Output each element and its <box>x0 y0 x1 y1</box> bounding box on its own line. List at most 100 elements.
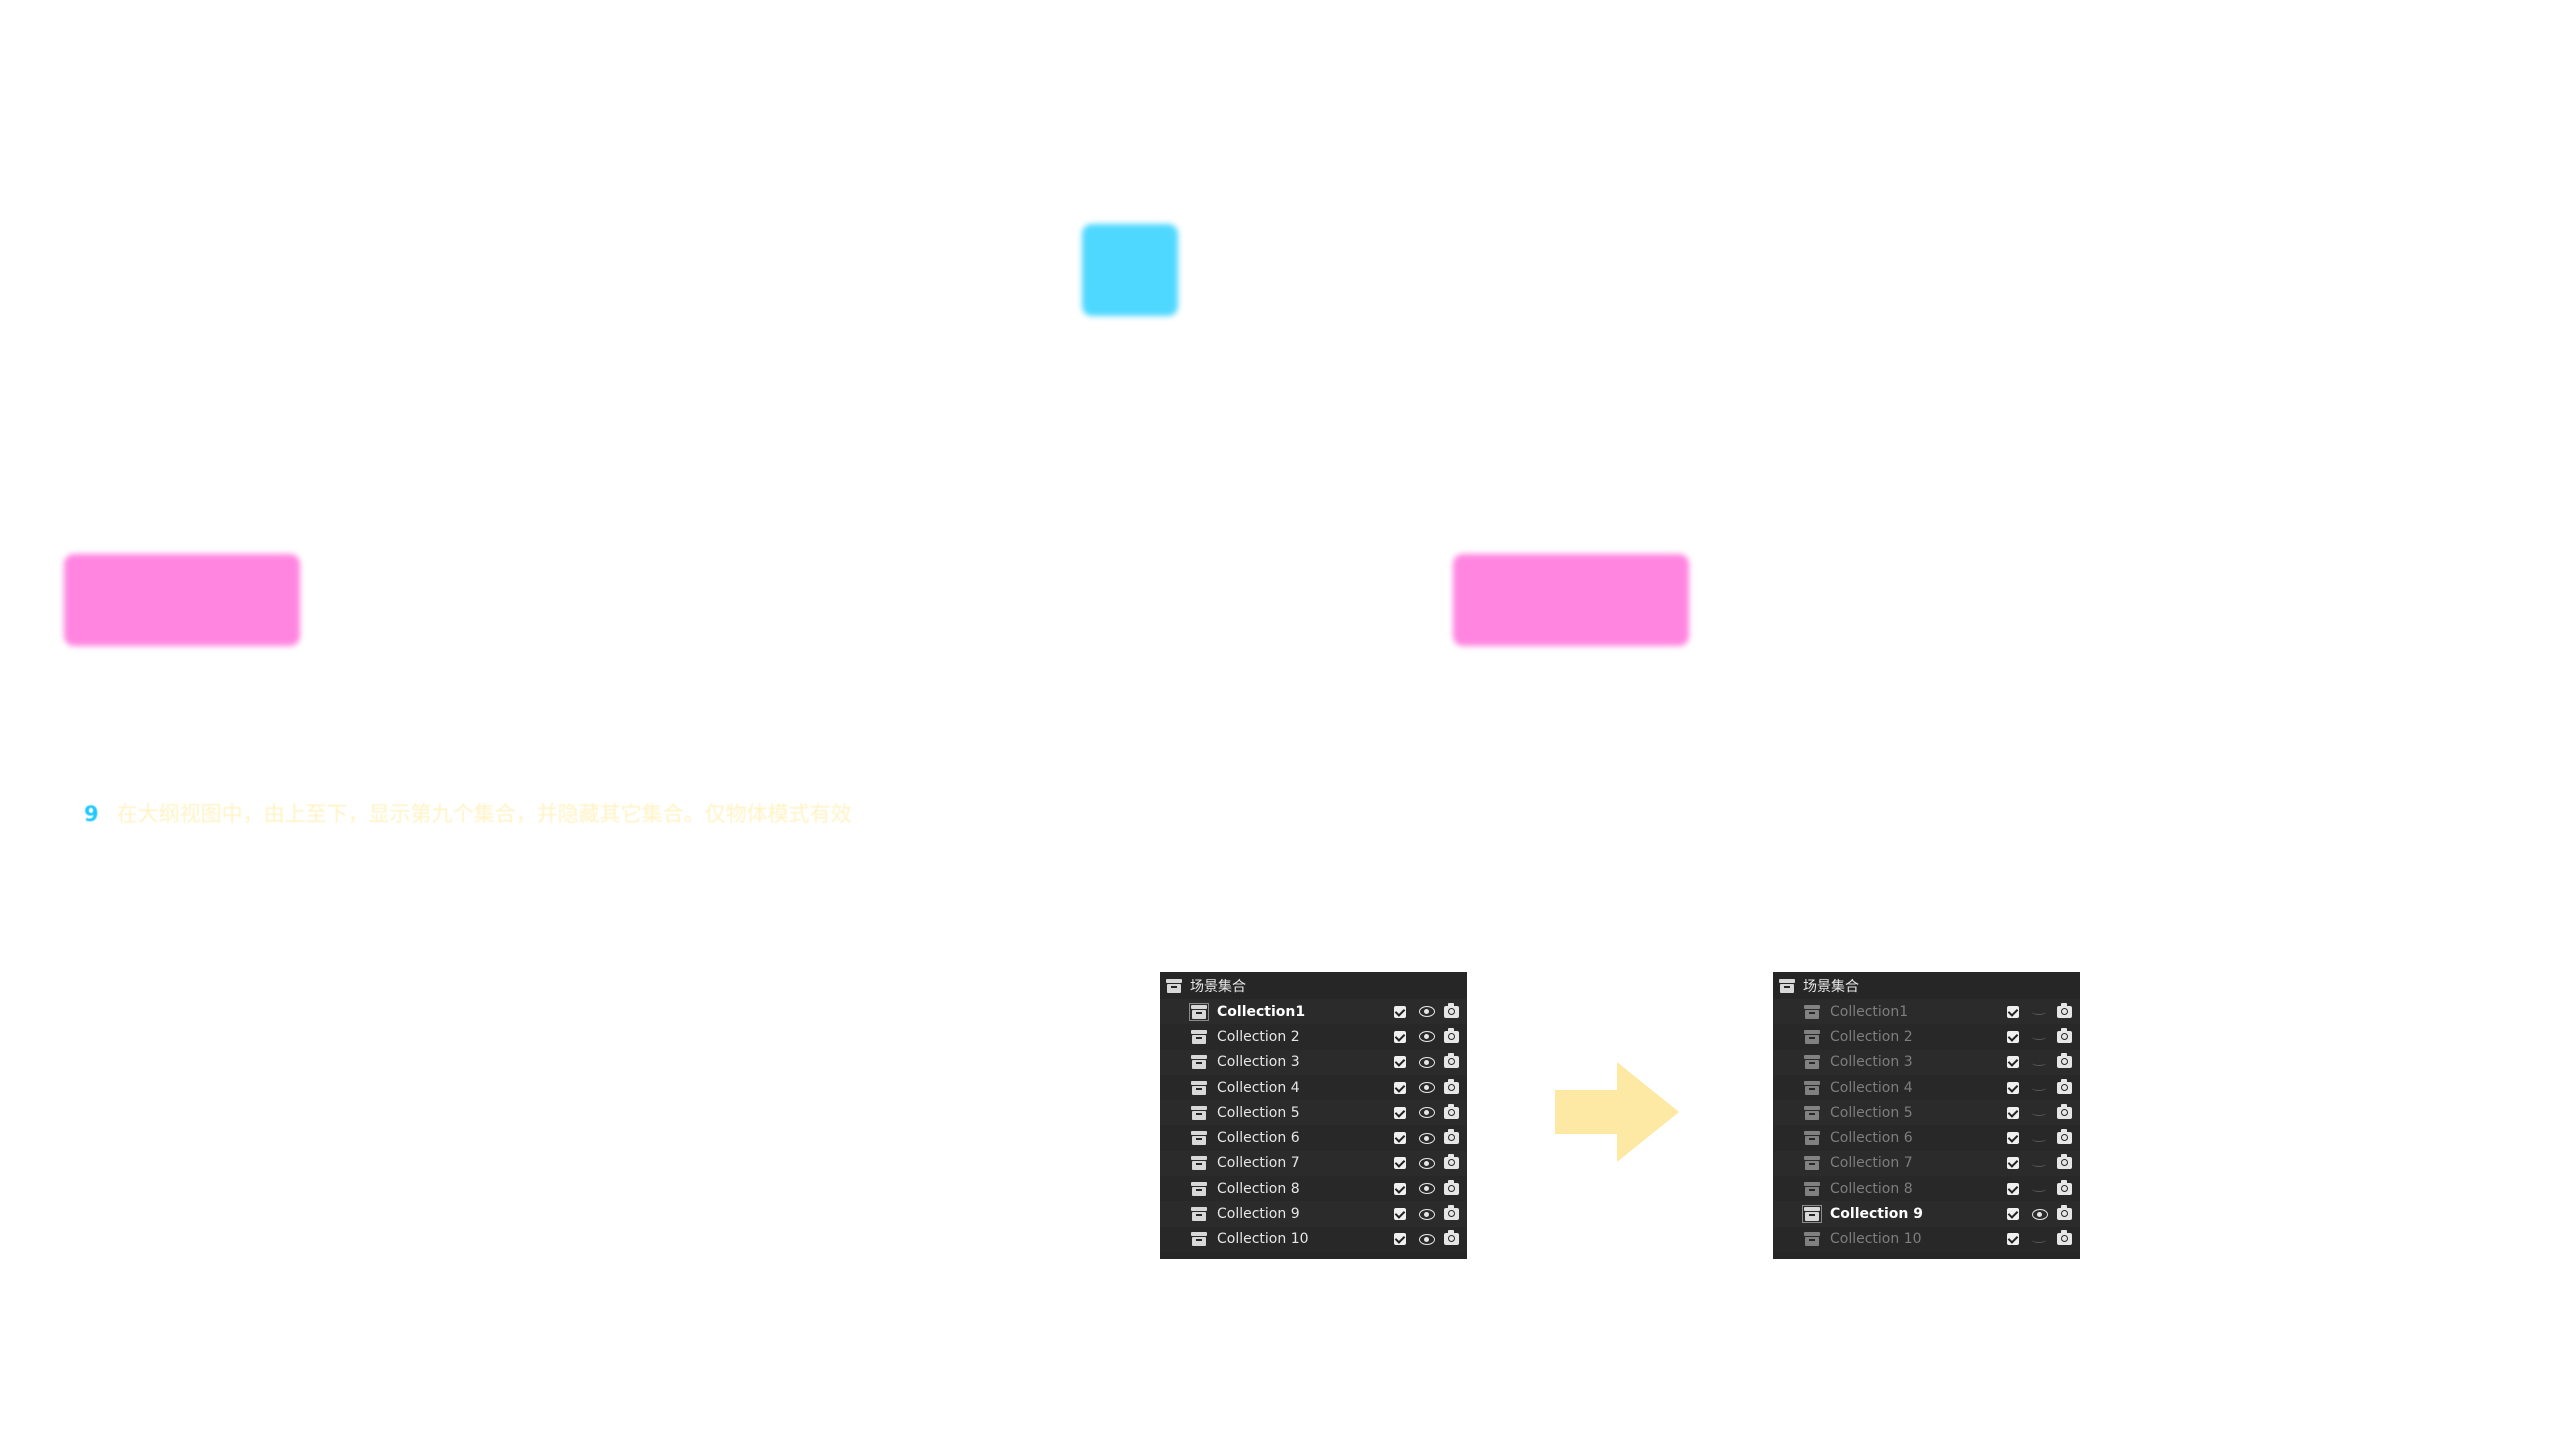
exclude-checkbox-icon[interactable] <box>2007 1233 2019 1246</box>
eye-closed-icon[interactable] <box>2032 1107 2048 1118</box>
eye-open-icon[interactable] <box>1419 1031 1435 1043</box>
eye-open-icon[interactable] <box>1419 1006 1435 1018</box>
camera-render-icon[interactable] <box>2057 1154 2072 1170</box>
collection-icon <box>1804 1232 1820 1247</box>
outliner-row[interactable]: Collection 7 <box>1773 1150 2080 1177</box>
exclude-checkbox-icon[interactable] <box>1394 1233 1406 1246</box>
exclude-checkbox-icon[interactable] <box>2007 1157 2019 1170</box>
exclude-checkbox-icon[interactable] <box>1394 1132 1406 1145</box>
camera-render-icon[interactable] <box>1444 1103 1459 1119</box>
eye-open-icon[interactable] <box>2032 1208 2048 1220</box>
exclude-checkbox-icon[interactable] <box>1394 1208 1406 1221</box>
camera-render-icon[interactable] <box>1444 1179 1459 1195</box>
outliner-row[interactable]: Collection 4 <box>1773 1074 2080 1101</box>
exclude-checkbox-icon[interactable] <box>1394 1081 1406 1094</box>
scene-collection-icon <box>1166 978 1182 993</box>
eye-open-icon[interactable] <box>1419 1132 1435 1144</box>
exclude-checkbox-icon[interactable] <box>2007 1030 2019 1043</box>
exclude-checkbox-icon[interactable] <box>2007 1106 2019 1119</box>
camera-render-icon[interactable] <box>1444 1002 1459 1018</box>
eye-closed-icon[interactable] <box>2032 1158 2048 1169</box>
row-toggles <box>2007 1075 2072 1100</box>
row-toggles <box>1394 1100 1459 1125</box>
camera-render-icon[interactable] <box>1444 1205 1459 1221</box>
collection-label: Collection 9 <box>1830 1206 1923 1223</box>
exclude-checkbox-icon[interactable] <box>2007 1056 2019 1069</box>
collection-icon <box>1804 1131 1820 1146</box>
exclude-checkbox-icon[interactable] <box>1394 1005 1406 1018</box>
camera-render-icon[interactable] <box>1444 1154 1459 1170</box>
outliner-header[interactable]: 场景集合 <box>1773 972 2080 999</box>
eye-open-icon[interactable] <box>1419 1183 1435 1195</box>
camera-render-icon[interactable] <box>2057 1078 2072 1094</box>
camera-render-icon[interactable] <box>1444 1078 1459 1094</box>
row-toggles <box>1394 999 1459 1024</box>
outliner-row[interactable]: Collection1 <box>1160 999 1467 1025</box>
exclude-checkbox-icon[interactable] <box>2007 1182 2019 1195</box>
eye-open-icon[interactable] <box>1419 1233 1435 1245</box>
collection-icon <box>1804 1105 1820 1120</box>
outliner-row[interactable]: Collection1 <box>1773 999 2080 1025</box>
camera-render-icon[interactable] <box>2057 1053 2072 1069</box>
camera-render-icon[interactable] <box>2057 1002 2072 1018</box>
eye-closed-icon[interactable] <box>2032 1057 2048 1068</box>
eye-closed-icon[interactable] <box>2032 1031 2048 1042</box>
arrow-shape <box>1555 1062 1679 1162</box>
outliner-row[interactable]: Collection 8 <box>1773 1176 2080 1202</box>
eye-open-icon[interactable] <box>1419 1082 1435 1094</box>
outliner-row[interactable]: Collection 8 <box>1160 1176 1467 1202</box>
exclude-checkbox-icon[interactable] <box>2007 1132 2019 1145</box>
exclude-checkbox-icon[interactable] <box>1394 1106 1406 1119</box>
exclude-checkbox-icon[interactable] <box>1394 1030 1406 1043</box>
row-toggles <box>1394 1075 1459 1100</box>
eye-open-icon[interactable] <box>1419 1157 1435 1169</box>
outliner-row[interactable]: Collection 5 <box>1773 1100 2080 1126</box>
outliner-row[interactable]: Collection 6 <box>1160 1125 1467 1151</box>
exclude-checkbox-icon[interactable] <box>1394 1182 1406 1195</box>
eye-closed-icon[interactable] <box>2032 1082 2048 1093</box>
camera-render-icon[interactable] <box>2057 1027 2072 1043</box>
outliner-row[interactable]: Collection 10 <box>1773 1226 2080 1252</box>
outliner-row[interactable]: Collection 6 <box>1773 1125 2080 1151</box>
outliner-row[interactable]: Collection 7 <box>1160 1150 1467 1177</box>
camera-render-icon[interactable] <box>2057 1205 2072 1221</box>
outliner-row[interactable]: Collection 2 <box>1773 1024 2080 1050</box>
outliner-row[interactable]: Collection 4 <box>1160 1074 1467 1101</box>
collection-icon <box>1191 1105 1207 1120</box>
camera-render-icon[interactable] <box>1444 1129 1459 1145</box>
outliner-row[interactable]: Collection 3 <box>1773 1049 2080 1075</box>
row-toggles <box>1394 1227 1459 1252</box>
collection-label: Collection 5 <box>1217 1104 1300 1121</box>
camera-render-icon[interactable] <box>1444 1027 1459 1043</box>
collection-icon <box>1191 1156 1207 1171</box>
eye-open-icon[interactable] <box>1419 1056 1435 1068</box>
camera-render-icon[interactable] <box>2057 1230 2072 1246</box>
eye-closed-icon[interactable] <box>2032 1133 2048 1144</box>
camera-render-icon[interactable] <box>2057 1103 2072 1119</box>
outliner-row[interactable]: Collection 9 <box>1160 1201 1467 1227</box>
outliner-header[interactable]: 场景集合 <box>1160 972 1467 999</box>
exclude-checkbox-icon[interactable] <box>1394 1056 1406 1069</box>
eye-open-icon[interactable] <box>1419 1107 1435 1119</box>
outliner-row[interactable]: Collection 2 <box>1160 1024 1467 1050</box>
outliner-row[interactable]: Collection 3 <box>1160 1049 1467 1075</box>
exclude-checkbox-icon[interactable] <box>2007 1005 2019 1018</box>
outliner-row[interactable]: Collection 9 <box>1773 1201 2080 1227</box>
eye-closed-icon[interactable] <box>2032 1006 2048 1017</box>
exclude-checkbox-icon[interactable] <box>2007 1208 2019 1221</box>
eye-closed-icon[interactable] <box>2032 1183 2048 1194</box>
exclude-checkbox-icon[interactable] <box>2007 1081 2019 1094</box>
eye-open-icon[interactable] <box>1419 1208 1435 1220</box>
scene-collection-icon <box>1779 978 1795 993</box>
camera-render-icon[interactable] <box>1444 1230 1459 1246</box>
eye-closed-icon[interactable] <box>2032 1234 2048 1245</box>
exclude-checkbox-icon[interactable] <box>1394 1157 1406 1170</box>
camera-render-icon[interactable] <box>2057 1129 2072 1145</box>
camera-render-icon[interactable] <box>2057 1179 2072 1195</box>
collection-icon <box>1804 1055 1820 1070</box>
outliner-row[interactable]: Collection 10 <box>1160 1226 1467 1252</box>
camera-render-icon[interactable] <box>1444 1053 1459 1069</box>
outliner-row[interactable]: Collection 5 <box>1160 1100 1467 1126</box>
